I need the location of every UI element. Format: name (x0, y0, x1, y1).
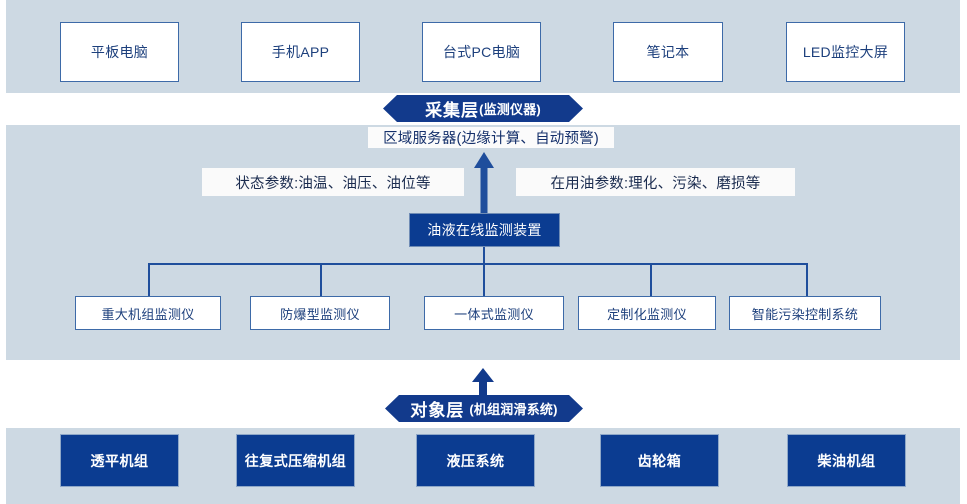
collection-layer-banner: 采集层 (监测仪器) (383, 95, 583, 122)
tree-branch-line-3 (483, 263, 485, 297)
in-service-oil-parameters-caption: 在用油参数:理化、污染、磨损等 (516, 168, 795, 196)
status-parameters-caption: 状态参数:油温、油压、油位等 (202, 168, 464, 196)
equipment-box-gearbox[interactable]: 齿轮箱 (600, 434, 719, 487)
tree-trunk-line (483, 247, 485, 264)
equipment-box-diesel-unit[interactable]: 柴油机组 (787, 434, 906, 487)
object-layer-banner-subtitle: (机组润滑系统) (469, 402, 558, 417)
monitor-box-major-unit[interactable]: 重大机组监测仪 (75, 296, 221, 330)
equipment-box-hydraulic-system[interactable]: 液压系统 (416, 434, 535, 487)
monitor-box-customized[interactable]: 定制化监测仪 (578, 296, 716, 330)
equipment-box-reciprocating-compressor[interactable]: 往复式压缩机组 (236, 434, 355, 487)
regional-server-caption: 区域服务器(边缘计算、自动预警) (368, 127, 614, 148)
collection-layer-banner-title: 采集层 (425, 101, 480, 120)
object-layer-banner-title: 对象层 (410, 401, 465, 420)
oil-online-monitoring-device-box[interactable]: 油液在线监测装置 (409, 213, 560, 247)
monitor-box-integrated[interactable]: 一体式监测仪 (424, 296, 564, 330)
tree-branch-line-5 (806, 263, 808, 297)
terminal-box-mobile-app[interactable]: 手机APP (241, 22, 360, 82)
terminal-box-desktop-pc[interactable]: 台式PC电脑 (422, 22, 541, 82)
terminal-box-tablet[interactable]: 平板电脑 (60, 22, 179, 82)
monitor-box-explosion-proof[interactable]: 防爆型监测仪 (250, 296, 390, 330)
terminal-box-led-screen[interactable]: LED监控大屏 (786, 22, 905, 82)
tree-branch-line-1 (148, 263, 150, 297)
arrow-device-to-server (472, 152, 496, 219)
tree-branch-line-2 (320, 263, 322, 297)
terminal-box-laptop[interactable]: 笔记本 (613, 22, 723, 82)
tree-branch-line-4 (650, 263, 652, 297)
arrow-object-to-collection (470, 368, 496, 402)
object-layer-banner: 对象层 (机组润滑系统) (385, 395, 583, 422)
tree-bus-line (148, 263, 808, 265)
collection-layer-banner-subtitle: (监测仪器) (479, 102, 541, 117)
equipment-box-turbine-unit[interactable]: 透平机组 (60, 434, 179, 487)
monitor-box-smart-contamination-control[interactable]: 智能污染控制系统 (729, 296, 881, 330)
